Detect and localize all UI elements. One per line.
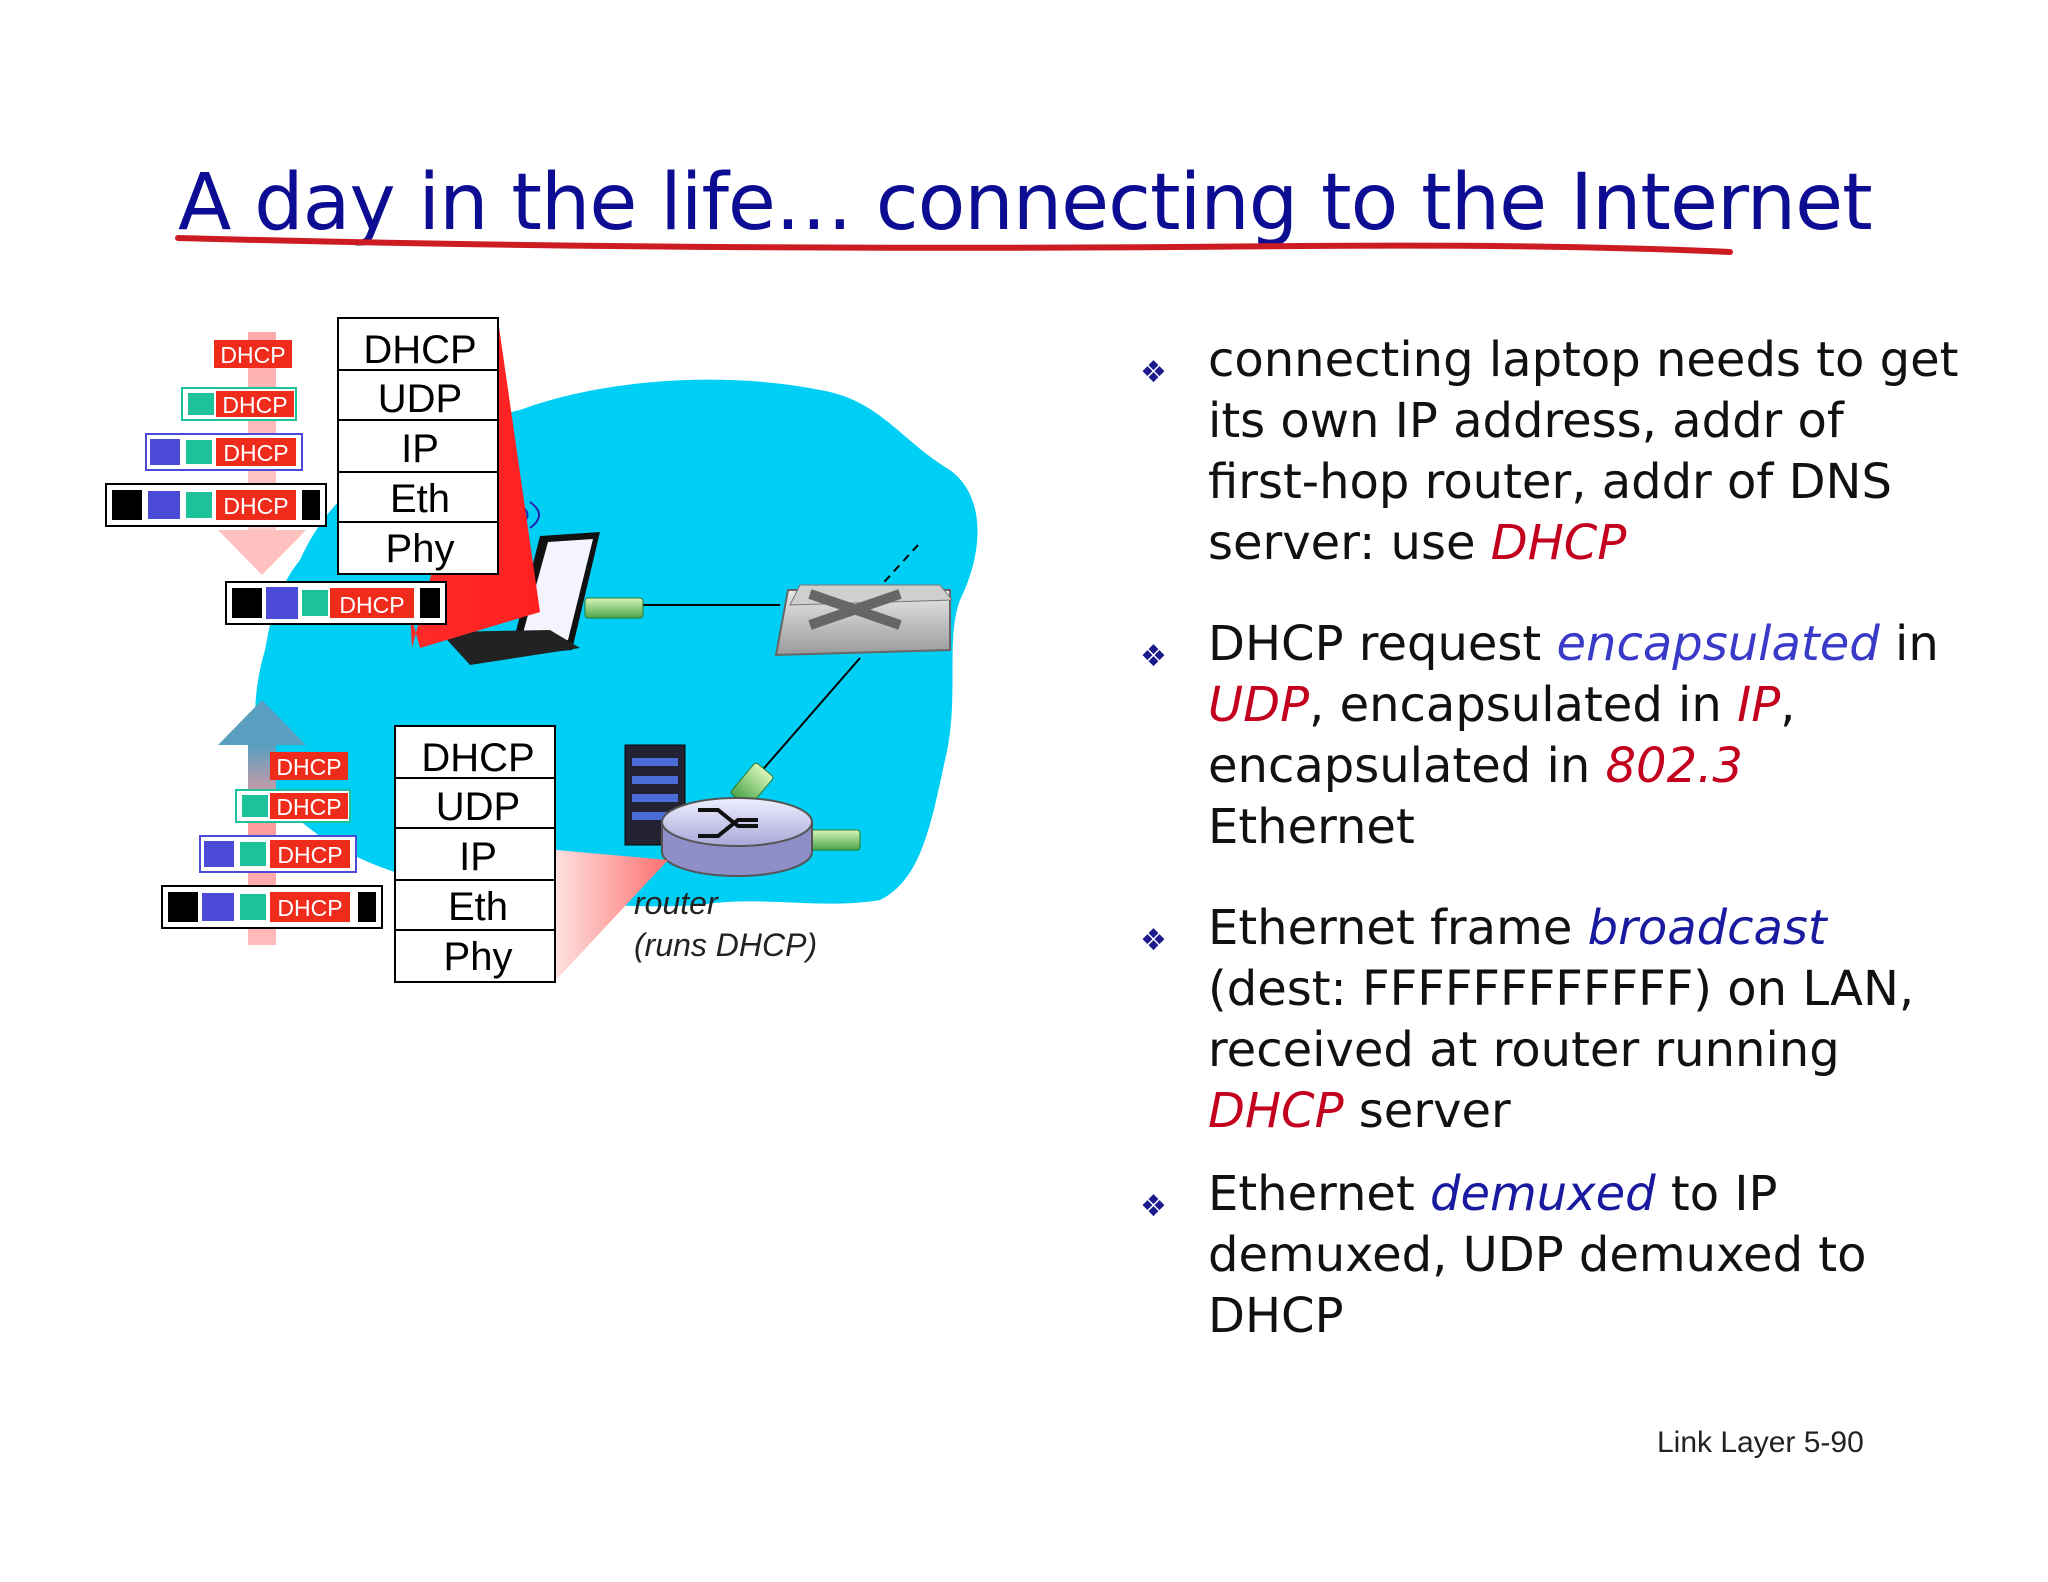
stack-router-layer-dhcp: DHCP: [421, 736, 534, 780]
bullet-text-segment: in: [1879, 616, 1939, 672]
link-switch-uplink: [874, 544, 919, 593]
stack-router-layer-ip: IP: [459, 835, 497, 879]
bullet-item: ❖ Ethernet demuxed to IP demuxed, UDP de…: [1140, 1164, 1960, 1347]
diamond-bullet-icon: ❖: [1140, 923, 1167, 958]
packet-label: DHCP: [277, 895, 342, 921]
stack-router-layer-eth: Eth: [448, 885, 508, 929]
packet-eth-top: DHCP: [105, 483, 327, 527]
bullet-text-segment: 802.3: [1605, 738, 1743, 794]
bullet-text-segment: , encapsulated in: [1309, 677, 1738, 733]
router-label-line2: (runs DHCP): [634, 927, 817, 963]
packet-dhcp-only-top: DHCP: [214, 340, 292, 368]
stack-laptop-layer-dhcp: DHCP: [363, 328, 476, 372]
bullet-text: connecting laptop needs to get its own I…: [1208, 332, 1958, 571]
router-port-right: [807, 829, 861, 851]
packet-label: DHCP: [222, 392, 287, 418]
bullet-item: ❖ Ethernet frame broadcast (dest: FFFFFF…: [1140, 898, 1960, 1142]
diamond-bullet-icon: ❖: [1140, 355, 1167, 390]
packet-label: DHCP: [223, 440, 288, 466]
title-underline: [175, 235, 1733, 255]
protocol-stack-router: DHCP UDP IP Eth Phy: [394, 725, 556, 983]
stack-router-layer-udp: UDP: [436, 785, 520, 829]
bullet-list: ❖ connecting laptop needs to get its own…: [1140, 330, 1960, 1347]
protocol-stack-laptop: DHCP UDP IP Eth Phy: [337, 317, 499, 575]
packet-udp-bottom: DHCP: [235, 789, 351, 823]
bullet-text-segment: Ethernet: [1208, 1166, 1431, 1222]
bullet-item: ❖ DHCP request encapsulated in UDP, enca…: [1140, 614, 1960, 858]
stack-laptop-layer-ip: IP: [401, 427, 439, 471]
bullet-text-segment: DHCP: [1490, 515, 1627, 571]
slide-footer: Link Layer 5-90: [1657, 1426, 1864, 1459]
stack-laptop-layer-udp: UDP: [378, 377, 462, 421]
bullet-text-segment: encapsulated: [1556, 616, 1880, 672]
bullet-text-segment: connecting laptop needs to get its own I…: [1208, 332, 1959, 571]
stack-laptop-layer-phy: Phy: [386, 527, 455, 571]
bullet-text-segment: Ethernet frame: [1208, 900, 1588, 956]
bullet-text-segment: UDP: [1208, 677, 1310, 733]
bullet-text: Ethernet demuxed to IP demuxed, UDP demu…: [1208, 1166, 1866, 1344]
packet-ip-bottom: DHCP: [199, 835, 357, 873]
bullet-text-segment: to IP demuxed, UDP demuxed to DHCP: [1208, 1166, 1867, 1344]
router-icon: [661, 797, 813, 877]
switch-icon: [774, 584, 954, 657]
packet-label: DHCP: [220, 342, 285, 368]
packet-label: DHCP: [276, 754, 341, 780]
packet-udp-top: DHCP: [181, 387, 297, 421]
packet-eth-bottom: DHCP: [161, 885, 383, 929]
stack-router-layer-phy: Phy: [444, 935, 513, 979]
packet-label: DHCP: [276, 794, 341, 820]
laptop-port: [584, 597, 644, 619]
packet-ip-top: DHCP: [145, 433, 303, 471]
bullet-text-segment: IP: [1737, 677, 1781, 733]
stack-laptop-layer-eth: Eth: [390, 477, 450, 521]
bullet-text: Ethernet frame broadcast (dest: FFFFFFFF…: [1208, 900, 1914, 1139]
packet-dhcp-only-bottom: DHCP: [270, 752, 348, 780]
laptop-icon: [440, 501, 600, 665]
packet-label: DHCP: [277, 842, 342, 868]
diamond-bullet-icon: ❖: [1140, 639, 1167, 674]
bullet-text-segment: DHCP request: [1208, 616, 1557, 672]
bullet-text-segment: DHCP: [1208, 1083, 1344, 1139]
bullet-text-segment: broadcast: [1587, 900, 1827, 956]
bullet-text-segment: server: [1343, 1083, 1511, 1139]
diamond-bullet-icon: ❖: [1140, 1189, 1167, 1224]
bullet-text-segment: demuxed: [1430, 1166, 1656, 1222]
bullet-item: ❖ connecting laptop needs to get its own…: [1140, 330, 1960, 574]
packet-eth-transit: DHCP: [225, 581, 447, 625]
link-switch-router: [744, 657, 861, 791]
slide-title: A day in the life… connecting to the Int…: [178, 158, 1873, 248]
packet-label: DHCP: [339, 592, 404, 618]
bullet-text: DHCP request encapsulated in UDP, encaps…: [1208, 616, 1939, 855]
bullet-text-segment: , encapsulated in: [1208, 677, 1796, 794]
encapsulation-funnel-bottom: [556, 850, 668, 980]
packet-label: DHCP: [223, 493, 288, 519]
bullet-text-segment: (dest: FFFFFFFFFFFF) on LAN, received at…: [1208, 961, 1915, 1078]
router-label-line1: router: [634, 885, 719, 921]
bullet-text-segment: Ethernet: [1208, 799, 1415, 855]
